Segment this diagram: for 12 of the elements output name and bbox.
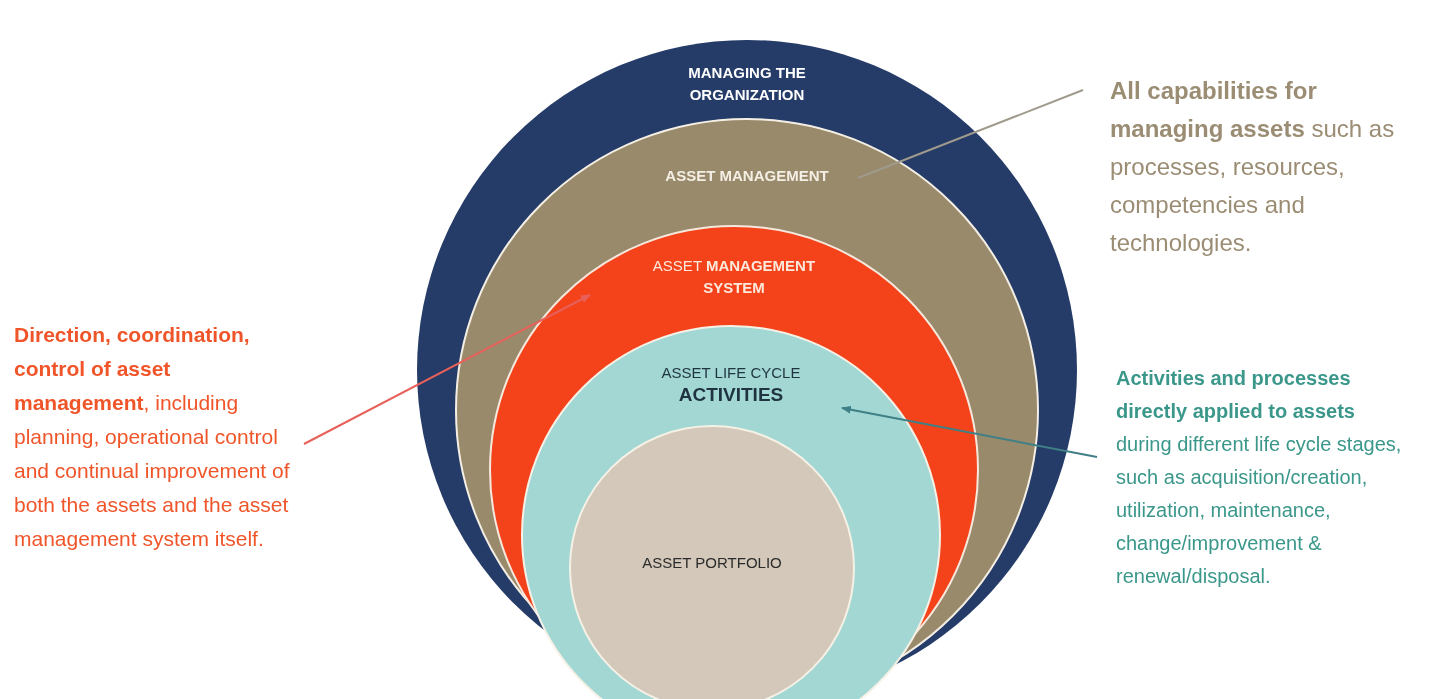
leader-line xyxy=(303,294,591,445)
circle-label: ASSET MANAGEMENT xyxy=(664,166,830,186)
annotation-text: All capabilities for managing assets such as processes, resources, competencies and technologies. xyxy=(1110,72,1435,262)
circle-label: ASSET MANAGEMENT SYSTEM xyxy=(651,256,817,298)
circle-label: ASSET PORTFOLIO xyxy=(641,553,783,573)
leader-line xyxy=(857,89,1084,179)
circle-label: ACTIVITIES xyxy=(677,384,785,406)
leader-line xyxy=(841,405,1098,458)
circle-label: MANAGING THE ORGANIZATION xyxy=(687,63,807,105)
circle-label: ASSET LIFE CYCLE xyxy=(660,363,802,383)
annotation-text: Activities and processes directly applied to assets during different life cycle stages, such as acquisition/creation, utilization, maintenance, change/improvement & renewal/disposal. xyxy=(1116,362,1416,593)
annotation-text: Direction, coordination, control of asset management, including planning, operational control and continual improvement of both the assets and the asset management system itself. xyxy=(14,318,299,556)
